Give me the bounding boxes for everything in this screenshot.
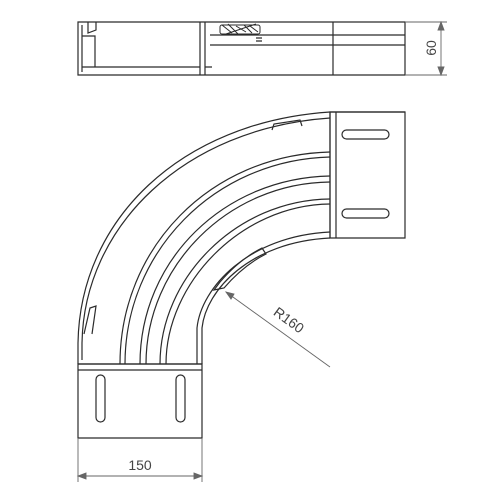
- bend-inner-wall: [201, 237, 331, 364]
- radius-arrow: [224, 291, 235, 300]
- right-connector-inner: [329, 112, 337, 238]
- width-dimension: [76, 438, 204, 482]
- radius-dimension: [224, 291, 331, 368]
- plan-view: [77, 111, 406, 439]
- dim-arrow-left: [76, 472, 87, 480]
- height-dimension-label: 60: [423, 40, 439, 56]
- inner-notch: [212, 247, 267, 291]
- bend-groove-3: [139, 175, 331, 365]
- right-connector-slot-bottom: [341, 208, 390, 219]
- side-view-right-section: [210, 22, 405, 75]
- side-view-fittings: [256, 37, 262, 42]
- dim-arrow-right: [193, 472, 204, 480]
- bend-inner-wall-edge: [196, 231, 331, 364]
- bend-groove-4: [145, 181, 331, 365]
- bend-groove-5: [159, 198, 331, 365]
- bend-groove-1: [119, 151, 331, 365]
- width-dimension-label: 150: [128, 457, 152, 473]
- bottom-connector-inner: [78, 363, 202, 371]
- side-view-end-plate: [87, 22, 97, 34]
- bend-groove-6: [165, 203, 331, 365]
- outer-notch-left: [83, 305, 97, 335]
- side-view-bolts: [219, 23, 261, 35]
- dim-arrow-top: [437, 20, 445, 31]
- bend-outer-wall: [77, 111, 405, 364]
- bend-groove-2: [124, 156, 331, 365]
- height-dimension: [405, 20, 447, 77]
- bottom-connector-slot-right: [175, 374, 186, 423]
- radius-dimension-label: R160: [271, 304, 308, 337]
- side-view-coupler: [199, 22, 212, 75]
- bend-outer-wall-inner: [81, 117, 331, 360]
- right-connector: [329, 111, 406, 239]
- right-connector-slot-top: [341, 129, 390, 140]
- outer-notch-top: [271, 119, 303, 131]
- side-view: [77, 21, 406, 76]
- dim-arrow-bottom: [437, 66, 445, 77]
- side-view-channel: [81, 25, 200, 72]
- bottom-connector-slot-left: [95, 374, 106, 423]
